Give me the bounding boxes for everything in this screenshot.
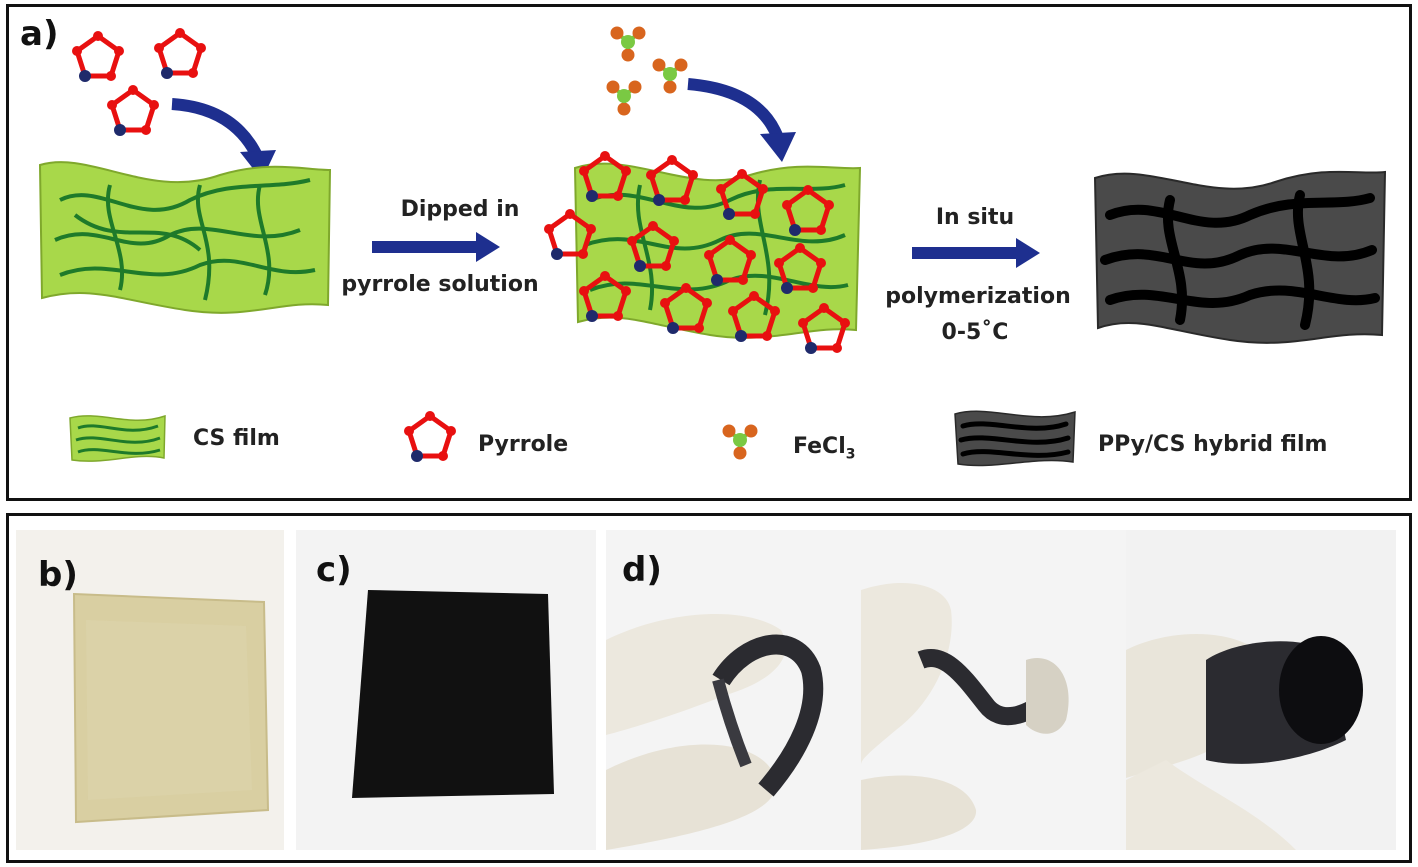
pyrrole-molecule — [154, 28, 206, 79]
step-poly-label-3: 0-5˚C — [941, 320, 1009, 345]
fecl3-molecule — [604, 78, 644, 118]
legend-cs-film-icon — [69, 414, 166, 462]
photo-flexibility — [606, 530, 1396, 850]
process-arrow-head — [1016, 238, 1040, 268]
scheme-graphic — [38, 24, 1387, 467]
step-dip-label-1: Dipped in — [400, 197, 520, 222]
bending-demo-3 — [1126, 530, 1396, 850]
legend-pyrrole-icon — [404, 411, 456, 462]
legend-fecl3-label: FeCl3 — [793, 434, 856, 463]
photo-cs-film — [16, 530, 284, 850]
photo-hybrid-film — [296, 530, 596, 850]
panel-label-a: a) — [20, 14, 59, 54]
pyrrole-loaded-film — [544, 151, 862, 354]
curved-arrow-head — [760, 132, 796, 162]
step-dip-label-2: pyrrole solution — [341, 272, 539, 297]
curved-arrow-head — [240, 150, 276, 180]
ppy-cs-hybrid-film — [1093, 170, 1387, 344]
panel-label-b: b) — [38, 555, 78, 595]
process-arrow-head — [476, 232, 500, 262]
panel-label-d: d) — [622, 550, 662, 590]
legend-cs-film-label: CS film — [193, 426, 280, 451]
legend-pyrrole-label: Pyrrole — [478, 432, 569, 457]
legend-fecl3-icon — [720, 422, 760, 462]
step-poly-label-2: polymerization — [885, 284, 1071, 309]
legend-hybrid-film-icon — [954, 410, 1076, 467]
bending-demo-2 — [861, 582, 1069, 850]
legend-hybrid-label: PPy/CS hybrid film — [1098, 432, 1328, 457]
curved-arrow — [171, 98, 264, 161]
fecl3-molecule — [650, 56, 690, 96]
pyrrole-molecule — [72, 31, 124, 82]
cs-film — [38, 161, 332, 314]
panel-label-c: c) — [316, 550, 352, 590]
curved-arrow — [687, 78, 784, 141]
bending-demo-1 — [606, 613, 824, 850]
fecl3-molecule — [608, 24, 648, 64]
pyrrole-molecule — [107, 85, 159, 136]
hybrid-film-sheet — [352, 590, 554, 798]
step-poly-label-1: In situ — [935, 205, 1015, 230]
